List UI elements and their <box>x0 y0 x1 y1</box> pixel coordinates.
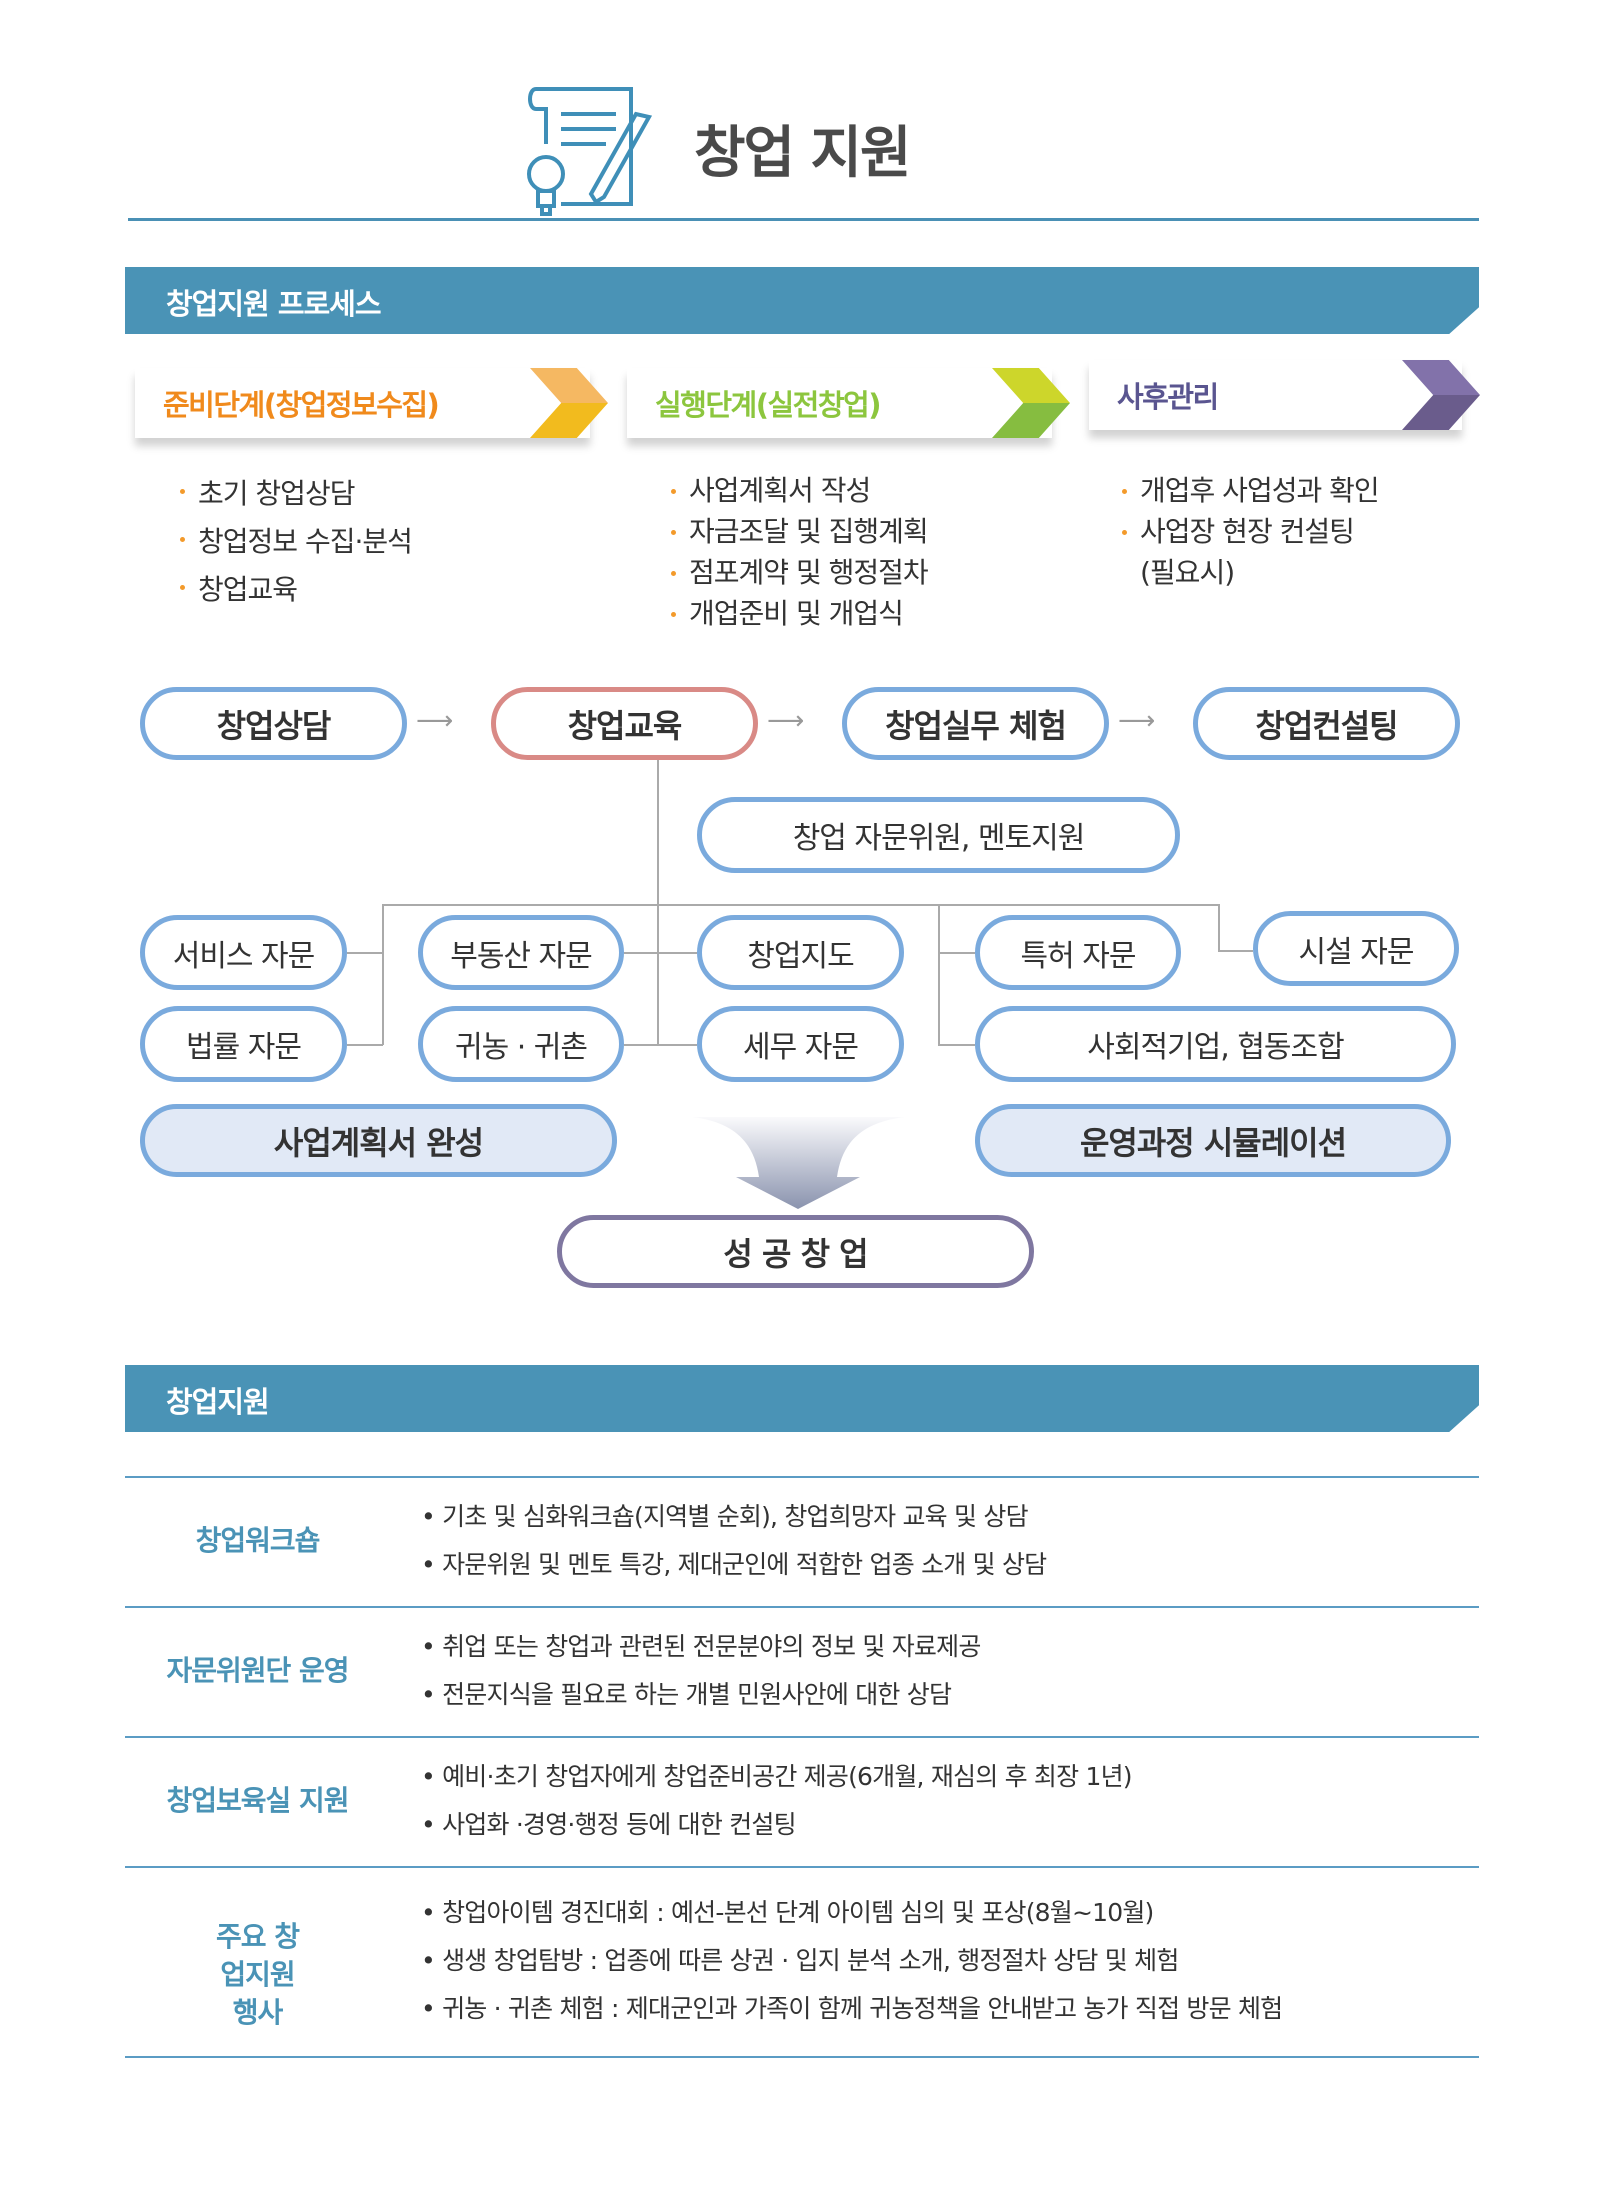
list-item: 사업장 현장 컨설팅 <box>1122 511 1379 552</box>
row-label: 주요 창업지원 행사 <box>215 1920 300 2029</box>
result-box: 사업계획서 완성 <box>140 1104 617 1177</box>
chevron-right-icon <box>1402 360 1480 430</box>
chevron-right-icon <box>992 368 1070 438</box>
stage-label: 실행단계(실전창업) <box>655 388 881 422</box>
list-item: 생생 창업탐방 : 업종에 따른 상권 · 입지 분석 소개, 행정절차 상담 … <box>421 1937 1282 1985</box>
stage-execute-items: 사업계획서 작성 자금조달 및 집행계획 점포계약 및 행정절차 개업준비 및 … <box>671 470 929 634</box>
list-item: 창업교육 <box>180 566 412 614</box>
down-arrow-icon <box>692 1117 905 1209</box>
flow-step: 창업실무 체험 <box>842 687 1109 760</box>
service-box: 부동산 자문 <box>418 915 624 990</box>
list-item: 점포계약 및 행정절차 <box>671 552 929 593</box>
list-item: 초기 창업상담 <box>180 470 412 518</box>
row-label: 창업보육실 지원 <box>166 1784 349 1817</box>
connector-line <box>347 1044 383 1046</box>
service-box: 귀농 · 귀촌 <box>418 1006 624 1082</box>
list-item: 개업준비 및 개업식 <box>671 593 928 634</box>
arrow-right-icon: ⟶ <box>767 706 805 736</box>
connector-line <box>382 904 384 1045</box>
support-section-title: 창업지원 <box>166 1385 270 1419</box>
table-divider <box>125 1736 1479 1738</box>
list-item: 사업화 ·경영·행정 등에 대한 컨설팅 <box>421 1801 1132 1849</box>
row-content: 창업아이템 경진대회 : 예선-본선 단계 아이템 심의 및 포상(8월~10월… <box>421 1889 1283 2033</box>
title-divider <box>128 218 1479 221</box>
connector-line <box>1218 950 1253 952</box>
arrow-right-icon: ⟶ <box>416 706 454 736</box>
table-divider <box>125 1606 1479 1608</box>
support-section-header: 창업지원 <box>125 1365 1479 1432</box>
stage-execute: 실행단계(실전창업) <box>627 368 1070 438</box>
list-item: 자문위원 및 멘토 특강, 제대군인에 적합한 업종 소개 및 상담 <box>421 1541 1047 1589</box>
result-box: 운영과정 시뮬레이션 <box>975 1104 1451 1177</box>
connector-line <box>938 1044 975 1046</box>
mentor-support: 창업 자문위원, 멘토지원 <box>697 797 1180 873</box>
list-item: 자금조달 및 집행계획 <box>671 511 929 552</box>
list-item: 개업후 사업성과 확인 <box>1122 470 1380 511</box>
stage-aftercare-items: 개업후 사업성과 확인 사업장 현장 컨설팅 (필요시) <box>1122 470 1380 593</box>
page-title: 창업 지원 <box>694 121 912 186</box>
list-item: 전문지식을 필요로 하는 개별 민원사안에 대한 상담 <box>421 1671 981 1719</box>
row-content: 기초 및 심화워크숍(지역별 순회), 창업희망자 교육 및 상담 자문위원 및… <box>421 1493 1047 1589</box>
table-divider <box>125 1866 1479 1868</box>
flow-step: 창업교육 <box>491 687 758 760</box>
connector-line <box>624 952 697 954</box>
process-section-header: 창업지원 프로세스 <box>125 267 1479 334</box>
arrow-right-icon: ⟶ <box>1118 706 1156 736</box>
connector-line <box>657 760 659 1045</box>
service-box: 세무 자문 <box>697 1006 904 1082</box>
stage-prepare: 준비단계(창업정보수집) <box>135 368 608 438</box>
connector-line <box>938 952 975 954</box>
connector-line <box>624 1044 697 1046</box>
list-item: 예비·초기 창업자에게 창업준비공간 제공(6개월, 재심의 후 최장 1년) <box>421 1753 1132 1801</box>
stage-prepare-items: 초기 창업상담 창업정보 수집·분석 창업교육 <box>180 470 413 614</box>
service-box: 특허 자문 <box>975 915 1181 990</box>
list-item: 취업 또는 창업과 관련된 전문분야의 정보 및 자료제공 <box>421 1623 981 1671</box>
service-box: 사회적기업, 협동조합 <box>975 1006 1456 1082</box>
document-pen-lightbulb-icon <box>527 87 653 216</box>
connector-line <box>347 952 383 954</box>
final-success-box: 성 공 창 업 <box>557 1215 1034 1288</box>
service-box: 서비스 자문 <box>140 915 347 990</box>
stage-label: 사후관리 <box>1117 380 1219 414</box>
service-box: 시설 자문 <box>1253 911 1459 986</box>
list-item: (필요시) <box>1140 556 1235 589</box>
chevron-right-icon <box>530 368 608 438</box>
table-divider <box>125 2056 1479 2058</box>
list-item: 기초 및 심화워크숍(지역별 순회), 창업희망자 교육 및 상담 <box>421 1493 1046 1541</box>
flow-step: 창업컨설팅 <box>1193 687 1460 760</box>
row-label: 자문위원단 운영 <box>166 1654 349 1687</box>
list-item: 창업아이템 경진대회 : 예선-본선 단계 아이템 심의 및 포상(8월~10월… <box>421 1889 1282 1937</box>
list-item: 사업계획서 작성 <box>671 470 928 511</box>
flow-step: 창업상담 <box>140 687 407 760</box>
stage-label: 준비단계(창업정보수집) <box>163 388 440 422</box>
connector-line <box>938 904 940 1045</box>
service-box: 법률 자문 <box>140 1006 347 1082</box>
list-item: 귀농 · 귀촌 체험 : 제대군인과 가족이 함께 귀농정책을 안내받고 농가 … <box>421 1985 1283 2033</box>
table-divider <box>125 1476 1479 1478</box>
list-item: 창업정보 수집·분석 <box>180 518 413 566</box>
stage-aftercare: 사후관리 <box>1089 360 1480 430</box>
connector-line <box>382 904 1220 906</box>
process-section-title: 창업지원 프로세스 <box>166 287 382 321</box>
row-content: 예비·초기 창업자에게 창업준비공간 제공(6개월, 재심의 후 최장 1년) … <box>421 1753 1132 1849</box>
row-content: 취업 또는 창업과 관련된 전문분야의 정보 및 자료제공 전문지식을 필요로 … <box>421 1623 981 1719</box>
row-label: 창업워크숍 <box>195 1524 321 1557</box>
service-box: 창업지도 <box>697 915 904 990</box>
connector-line <box>1218 904 1220 951</box>
